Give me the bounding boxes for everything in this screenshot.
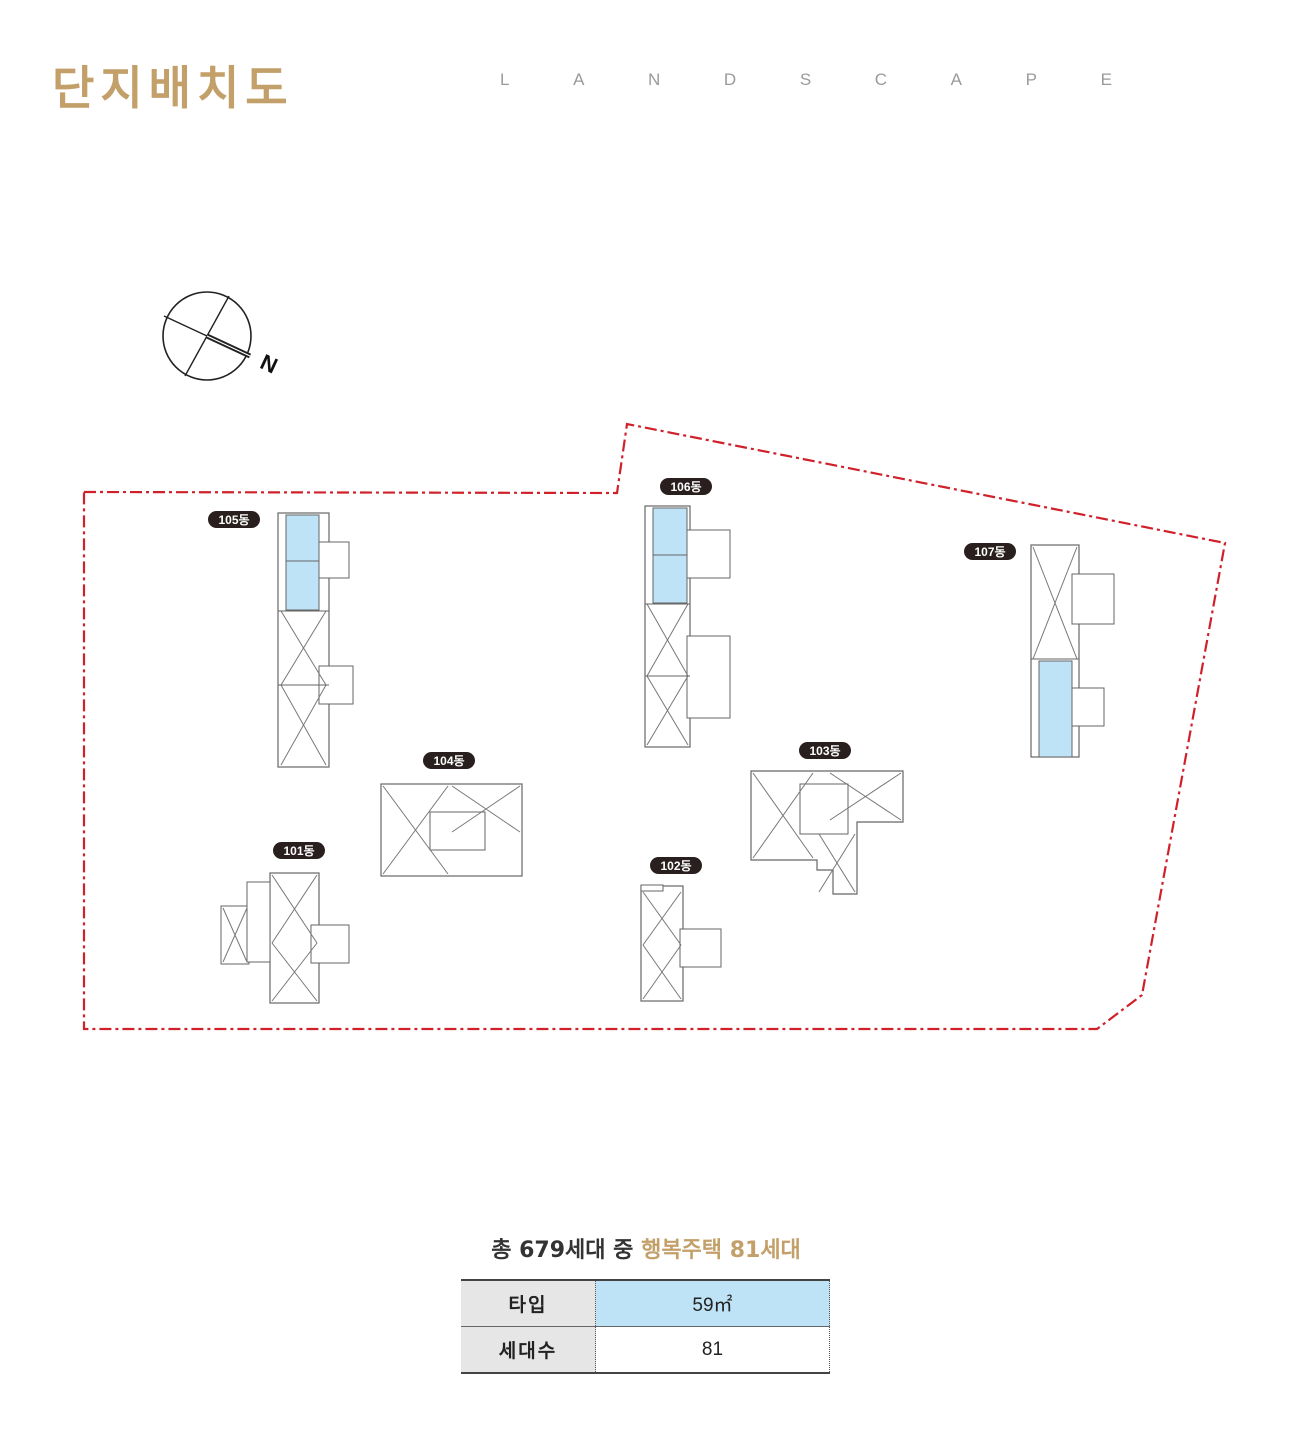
subtitle-letter: C: [874, 70, 888, 89]
building-label-text: 106동: [670, 480, 701, 494]
subtitle-letter: A: [950, 70, 962, 89]
building-label-text: 102동: [660, 859, 691, 873]
page-title: 단지배치도: [52, 61, 294, 115]
subtitle-letter: A: [573, 70, 585, 89]
subtitle-letter: P: [1025, 70, 1037, 89]
row-header-type: 타입: [461, 1279, 596, 1327]
compass-icon: N: [162, 291, 282, 381]
subtitle-letter: E: [1100, 70, 1112, 89]
building-label-106: 106동: [660, 478, 712, 495]
page-subtitle: L A N D S C A P E: [500, 70, 1112, 90]
building-label-104: 104동: [423, 752, 475, 769]
building-label-text: 107동: [974, 545, 1005, 559]
building-105[interactable]: [277, 512, 354, 768]
building-label-107: 107동: [964, 543, 1016, 560]
compass-north-label: N: [257, 349, 282, 378]
building-106[interactable]: [644, 505, 731, 748]
building-104[interactable]: [380, 783, 523, 877]
building-label-105: 105동: [208, 511, 260, 528]
building-label-text: 105동: [218, 513, 249, 527]
building-102[interactable]: [640, 884, 722, 1002]
subtitle-letter: N: [648, 70, 661, 89]
building-label-text: 104동: [433, 754, 464, 768]
summary-highlight: 행복주택 81세대: [641, 1238, 801, 1263]
row-value-count: 81: [595, 1326, 830, 1374]
table-row: 타입 59㎡: [461, 1279, 830, 1327]
building-107[interactable]: [1030, 544, 1115, 758]
building-101[interactable]: [220, 872, 350, 1004]
building-label-103: 103동: [799, 742, 851, 759]
building-label-text: 103동: [809, 744, 840, 758]
row-header-count: 세대수: [461, 1326, 596, 1374]
site-plan: N: [82, 291, 1227, 1031]
building-label-102: 102동: [650, 857, 702, 874]
summary-total: 총 679세대 중: [491, 1238, 634, 1263]
table-row: 세대수 81: [461, 1326, 830, 1374]
subtitle-letter: L: [500, 70, 510, 89]
subtitle-letter: S: [799, 70, 812, 89]
subtitle-letter: D: [723, 70, 737, 89]
building-label-text: 101동: [283, 844, 314, 858]
row-value-type: 59㎡: [595, 1279, 830, 1327]
site-boundary: [82, 422, 1227, 1031]
building-label-101: 101동: [273, 842, 325, 859]
household-summary: 총 679세대 중 행복주택 81세대: [0, 1232, 1292, 1264]
building-103[interactable]: [750, 770, 904, 895]
unit-table: 타입 59㎡ 세대수 81: [461, 1279, 830, 1374]
